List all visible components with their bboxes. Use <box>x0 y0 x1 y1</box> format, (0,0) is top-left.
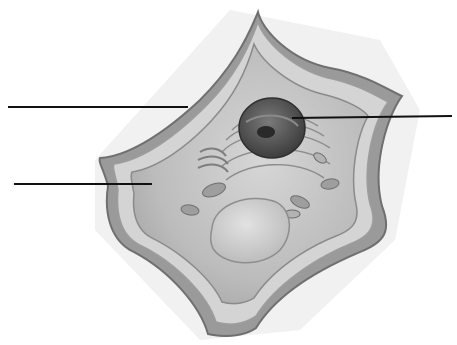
nucleus <box>239 98 305 158</box>
nucleolus <box>257 126 275 138</box>
